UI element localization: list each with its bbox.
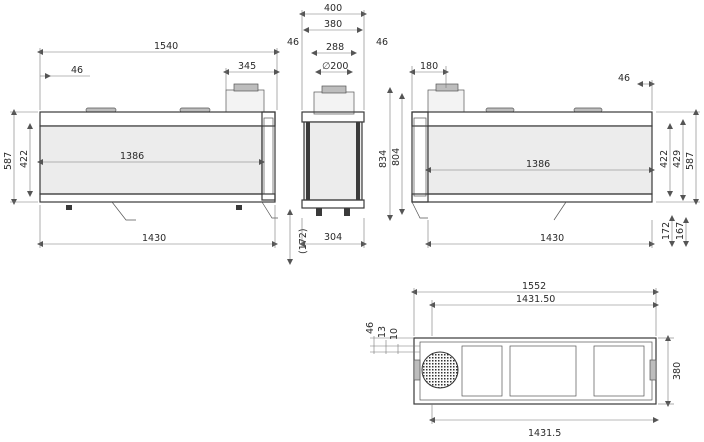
top-view: 1552 1431.50 1431.5 380 46 13 10 (365, 281, 683, 439)
dim-46-top: 46 (365, 322, 376, 334)
dim-46-side-left: 46 (287, 37, 299, 48)
flue-grille (421, 351, 459, 389)
foot-right (261, 201, 278, 219)
glass-panel-right (427, 125, 653, 195)
dim-345: 345 (238, 61, 256, 72)
dim-380-top: 380 (672, 362, 683, 380)
dim-380-side: 380 (324, 19, 342, 30)
foot-block (66, 205, 72, 210)
side-flue-cap (321, 85, 347, 94)
side-bracket (649, 359, 657, 381)
dim-1430-left: 1430 (142, 233, 166, 244)
foot-block (236, 205, 242, 210)
bottom-frame-right (411, 193, 653, 203)
dim-1540: 1540 (154, 41, 178, 52)
dim-10: 10 (389, 328, 400, 340)
dim-1431-5: 1431.5 (528, 428, 561, 439)
inner-side-frame-right (413, 117, 427, 197)
foot-left (111, 201, 136, 221)
side-body (303, 121, 363, 201)
dim-587-right: 587 (685, 152, 696, 170)
dim-422-left: 422 (19, 150, 30, 168)
side-bracket (413, 359, 421, 381)
inner-side-frame (263, 117, 274, 195)
dim-304: 304 (324, 232, 342, 243)
flue-collar-right (427, 89, 465, 113)
bottom-frame (39, 193, 276, 203)
dim-167: 167 (675, 222, 686, 240)
side-flue-collar (313, 91, 355, 115)
dim-834: 834 (378, 150, 389, 168)
dim-180: 180 (420, 61, 438, 72)
dim-1552: 1552 (522, 281, 546, 292)
dim-587-left: 587 (3, 152, 14, 170)
dim-46-left: 46 (71, 65, 83, 76)
top-section (461, 345, 503, 397)
side-frame (261, 111, 276, 201)
dim-1431-50: 1431.50 (516, 294, 555, 305)
dim-400: 400 (324, 3, 342, 14)
side-base (301, 199, 365, 209)
dim-288: 288 (326, 42, 344, 53)
side-view: 400 380 46 46 288 ∅200 304 (287, 3, 388, 248)
dim-804: 804 (391, 148, 402, 166)
side-foot (344, 208, 350, 216)
side-foot (316, 208, 322, 216)
side-edge (306, 122, 310, 200)
flue-collar (225, 89, 265, 113)
dim-172-left: (172) (298, 228, 309, 254)
front-view-left: 1540 46 345 1386 1430 587 422 (172) (3, 41, 309, 265)
dim-172-right: 172 (661, 222, 672, 240)
top-frame (39, 111, 276, 127)
dim-46-right: 46 (618, 73, 630, 84)
dim-422-right: 422 (659, 150, 670, 168)
dim-429: 429 (672, 150, 683, 168)
dim-1386-right: 1386 (526, 159, 550, 170)
dim-diameter-200: ∅200 (322, 61, 348, 72)
dim-13: 13 (377, 326, 388, 338)
flue-cap-right (435, 83, 459, 92)
side-edge (356, 122, 360, 200)
dim-46-side-right: 46 (376, 37, 388, 48)
dim-1386: 1386 (120, 151, 144, 162)
dim-1430-right: 1430 (540, 233, 564, 244)
top-section (509, 345, 577, 397)
front-view-right: 180 46 834 804 1386 1430 422 429 587 172… (378, 61, 700, 248)
flue-cap (233, 83, 259, 92)
foot-right-view (553, 201, 567, 221)
top-section (593, 345, 645, 397)
glass-panel (39, 125, 263, 195)
foot-right-view (411, 201, 428, 219)
top-frame-right (411, 111, 653, 127)
